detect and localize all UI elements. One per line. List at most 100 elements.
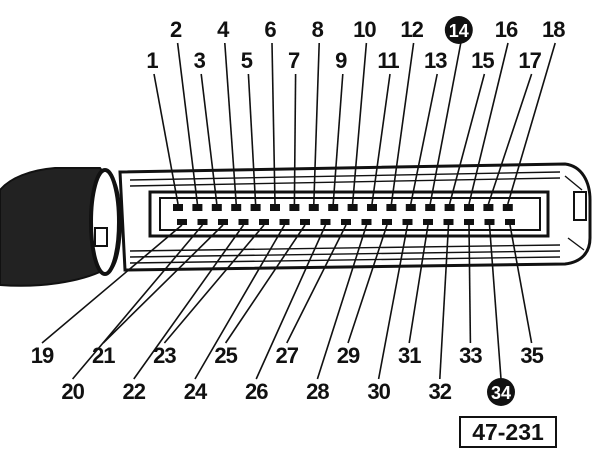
pin-label-6: 6 [264, 17, 276, 42]
pin-label-31: 31 [398, 343, 421, 368]
side-tab-right [573, 191, 587, 221]
pin-label-33: 33 [459, 343, 482, 368]
contact-pin-23 [259, 219, 269, 225]
leader-line-pin-9 [332, 73, 344, 205]
pin-label-11: 11 [377, 48, 399, 73]
leader-line-pin-21 [102, 224, 224, 344]
reference-code: 47-231 [459, 416, 557, 448]
contact-pin-3 [211, 204, 222, 211]
contact-pin-28 [361, 219, 372, 225]
contact-pin-33 [464, 219, 474, 225]
pin-label-24: 24 [184, 379, 208, 404]
leader-line-pin-31 [408, 224, 429, 344]
leader-line-pin-14 [429, 42, 462, 205]
leader-line-pin-15 [448, 73, 486, 205]
leader-line-pin-16 [468, 42, 509, 205]
leader-line-pin-3 [200, 73, 218, 205]
pin-label-29: 29 [337, 343, 360, 368]
contact-pin-4 [231, 204, 242, 211]
contact-pin-13 [405, 204, 416, 211]
leader-line-pin-4 [224, 42, 237, 205]
leader-line-pin-8 [313, 42, 320, 205]
pin-label-21: 21 [92, 343, 115, 368]
leader-line-pin-5 [247, 73, 257, 205]
leader-line-pin-18 [507, 42, 556, 205]
housing-hatching [129, 171, 585, 264]
pin-label-27: 27 [276, 343, 299, 368]
contact-pin-2 [192, 204, 203, 211]
leader-line-pin-22 [133, 224, 245, 380]
leader-line-pin-23 [163, 224, 265, 344]
pin-label-7: 7 [288, 48, 300, 73]
leader-line-pin-33 [468, 224, 472, 344]
leader-line-pin-11 [371, 73, 391, 205]
contact-pin-31 [423, 219, 433, 225]
leader-line-pin-7 [293, 73, 297, 205]
contact-pin-35 [505, 219, 515, 225]
contact-pin-24 [279, 219, 290, 225]
pin-label-5: 5 [241, 48, 253, 73]
pin-label-10: 10 [353, 17, 376, 42]
leader-line-pin-26 [255, 224, 327, 380]
pin-label-30: 30 [367, 379, 390, 404]
leader-line-pin-35 [509, 224, 533, 344]
pin-label-8: 8 [312, 17, 324, 42]
pin-label-35: 35 [520, 343, 543, 368]
pin-label-17: 17 [518, 48, 541, 73]
cable-ring-inner [110, 177, 122, 269]
contact-pin-9 [328, 204, 339, 211]
contact-pin-18 [502, 204, 513, 211]
leader-line-pin-30 [377, 224, 409, 380]
contact-pin-14 [425, 204, 436, 211]
contact-pin-21 [218, 219, 228, 225]
pin-label-34-badge [487, 378, 515, 406]
leader-line-pin-25 [224, 224, 306, 344]
contact-pin-22 [238, 219, 249, 225]
contact-pin-11 [367, 204, 377, 211]
leader-line-pin-27 [286, 224, 347, 344]
pin-label-14: 14 [449, 21, 469, 41]
contact-pin-10 [347, 204, 358, 211]
pin-label-18: 18 [542, 17, 565, 42]
leader-line-pin-20 [71, 224, 204, 380]
pin-label-32: 32 [429, 379, 452, 404]
leader-line-pin-29 [347, 224, 388, 344]
pin-label-14-badge [444, 16, 473, 44]
leader-line-pin-24 [194, 224, 286, 380]
leader-line-pin-2 [176, 42, 199, 205]
leader-line-pin-1 [153, 73, 179, 205]
pin-label-28: 28 [306, 379, 329, 404]
pin-label-1: 1 [146, 48, 158, 73]
pin-label-26: 26 [245, 379, 268, 404]
pin-label-20: 20 [61, 379, 84, 404]
contact-pin-1 [173, 204, 183, 211]
pin-label-16: 16 [495, 17, 518, 42]
contact-pin-7 [289, 204, 300, 211]
pin-label-9: 9 [335, 48, 347, 73]
pin-label-3: 3 [194, 48, 206, 73]
side-tab-bottom [94, 227, 108, 247]
pin-label-15: 15 [471, 48, 494, 73]
leader-line-pin-19 [41, 224, 183, 344]
contact-pin-5 [250, 204, 261, 211]
contact-pin-32 [443, 219, 454, 225]
leader-line-pin-17 [487, 73, 533, 205]
contact-pin-25 [300, 219, 310, 225]
leader-line-pin-28 [316, 224, 368, 380]
pin-label-34: 34 [491, 383, 511, 403]
contact-pin-16 [464, 204, 474, 211]
leader-line-pin-12 [390, 42, 415, 205]
pin-label-2: 2 [170, 17, 182, 42]
pin-contacts [173, 204, 515, 225]
contact-pin-17 [483, 204, 494, 211]
leader-line-pin-34 [488, 224, 502, 380]
contact-pin-6 [270, 204, 280, 211]
contact-pin-27 [341, 219, 351, 225]
leader-line-pin-6 [271, 42, 276, 205]
pin-label-4: 4 [217, 17, 230, 42]
leader-line-pin-13 [410, 73, 438, 205]
contact-pin-12 [386, 204, 397, 211]
pin-label-22: 22 [123, 379, 146, 404]
contact-pin-19 [177, 219, 187, 225]
pin-label-23: 23 [153, 343, 176, 368]
